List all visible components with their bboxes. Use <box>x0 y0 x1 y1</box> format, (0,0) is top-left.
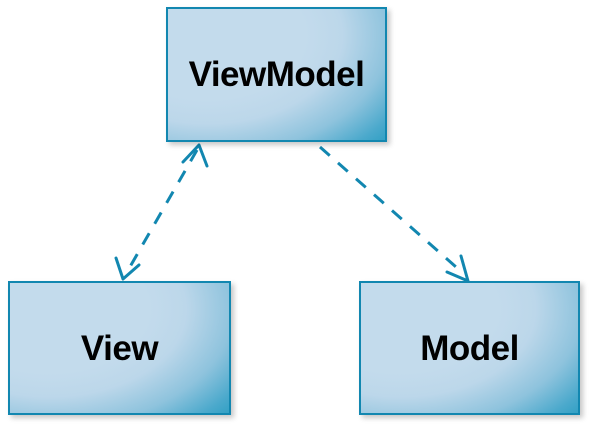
node-viewmodel[interactable]: ViewModel <box>166 7 387 142</box>
node-view-label: View <box>80 328 159 368</box>
node-viewmodel-label: ViewModel <box>188 55 365 94</box>
arrowhead-to-view-icon <box>114 256 141 281</box>
node-model-label: Model <box>420 328 519 368</box>
edge-viewmodel-model <box>319 145 470 283</box>
node-view[interactable]: View <box>8 281 231 415</box>
arrowhead-to-model-icon <box>445 254 470 283</box>
node-model[interactable]: Model <box>359 281 580 415</box>
edge-view-viewmodel-line <box>125 149 199 273</box>
edge-view-viewmodel <box>114 143 209 281</box>
arrowhead-to-viewmodel-icon <box>181 143 209 168</box>
edge-viewmodel-model-line <box>319 145 465 276</box>
